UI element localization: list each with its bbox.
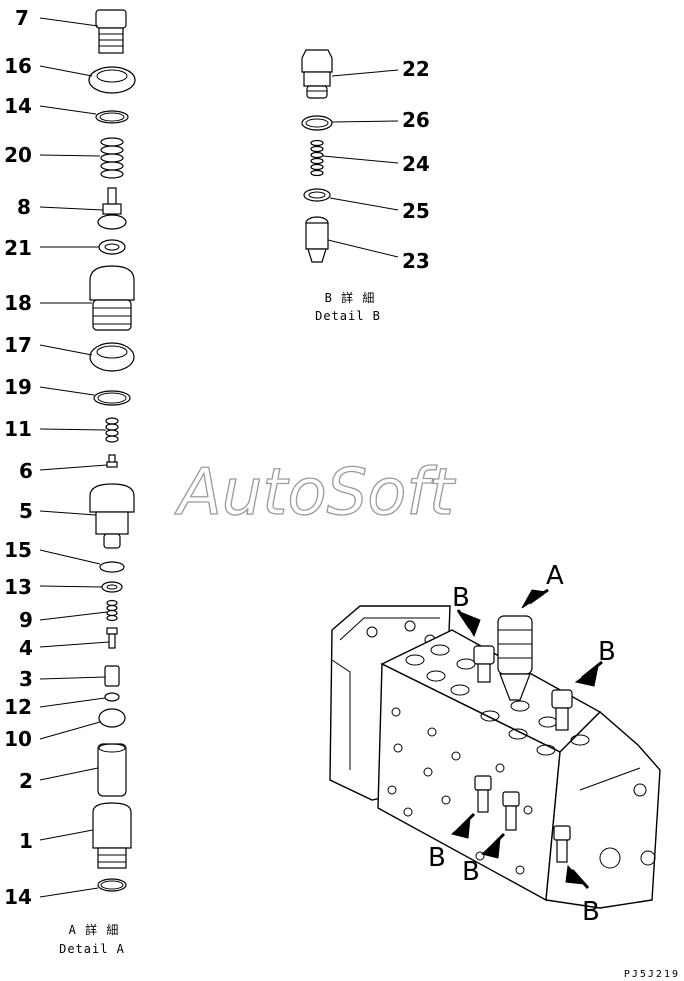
callout-16: 16 (4, 54, 32, 78)
view-label-b3: B (428, 843, 446, 873)
detail-a-parts (88, 9, 136, 892)
top-face-bores (405, 644, 590, 756)
part-15-oring (99, 561, 125, 573)
callout-21: 21 (4, 236, 32, 260)
view-label-a: A (546, 561, 564, 591)
detail-a-caption-jp: A 詳 細 (69, 922, 120, 937)
part-2 (97, 743, 127, 797)
callout-23: 23 (402, 249, 430, 273)
part-20-spring (100, 137, 124, 179)
part-7 (95, 9, 127, 54)
callout-8: 8 (17, 195, 31, 219)
callout-20: 20 (4, 143, 32, 167)
callout-24: 24 (402, 152, 430, 176)
view-arrow-shafts (456, 588, 603, 889)
detail-b-callouts: 22 26 24 25 23 (402, 57, 430, 273)
callout-26: 26 (402, 108, 430, 132)
part-5 (89, 483, 135, 549)
callout-14-lower: 14 (4, 885, 32, 909)
callout-3: 3 (19, 667, 33, 691)
callout-5: 5 (19, 499, 33, 523)
part-26-oring (301, 115, 333, 131)
part-4 (106, 627, 118, 649)
part-22 (301, 49, 333, 99)
drawing-code: PJ5J219 (624, 969, 680, 980)
callout-10: 10 (4, 727, 32, 751)
callout-1: 1 (19, 829, 33, 853)
detail-a-leaders (39, 17, 110, 898)
part-3 (104, 665, 120, 687)
watermark: AutoSoft (174, 456, 457, 530)
control-valve-assembly (329, 605, 661, 909)
safety-valve-b4 (502, 791, 520, 831)
callout-25: 25 (402, 199, 430, 223)
part-25 (303, 188, 331, 202)
part-24-spring (310, 139, 324, 177)
view-label-b1: B (452, 583, 470, 613)
part-1 (92, 802, 132, 869)
callout-11: 11 (4, 417, 32, 441)
callout-2: 2 (19, 769, 33, 793)
safety-valve-b5 (553, 825, 571, 863)
callout-18: 18 (4, 291, 32, 315)
part-8 (97, 187, 127, 230)
callout-12: 12 (4, 695, 32, 719)
detail-b-caption-en: Detail B (315, 309, 381, 323)
safety-valve-b3 (474, 775, 492, 813)
safety-valve-b1 (473, 645, 495, 683)
callout-9: 9 (19, 608, 33, 632)
callout-14: 14 (4, 94, 32, 118)
view-label-b2: B (598, 637, 616, 667)
view-label-b5: B (582, 897, 600, 927)
part-16 (88, 66, 136, 94)
callout-19: 19 (4, 375, 32, 399)
callout-7: 7 (15, 6, 29, 30)
part-11-spring (105, 417, 119, 443)
detail-a-caption-en: Detail A (59, 942, 125, 956)
view-label-b4: B (462, 857, 480, 887)
detail-b-leaders (322, 69, 399, 258)
part-18 (89, 265, 135, 331)
detail-b-caption-jp: B 詳 細 (325, 290, 376, 305)
part-17 (89, 342, 135, 372)
callout-17: 17 (4, 333, 32, 357)
part-9-spring (106, 599, 118, 622)
part-21 (98, 239, 126, 255)
part-10 (98, 708, 126, 728)
part-13 (101, 581, 123, 593)
safety-valve-b2 (551, 689, 573, 731)
relief-valve-a (497, 615, 533, 701)
front-face-bores (387, 707, 533, 875)
part-6 (106, 454, 118, 468)
view-labels: A B B B B B (428, 561, 616, 927)
detail-a-callouts: 7 16 14 20 8 21 18 17 19 11 6 5 15 13 9 … (4, 6, 33, 909)
detail-b-parts (301, 49, 333, 263)
callout-22: 22 (402, 57, 430, 81)
callout-4: 4 (19, 636, 33, 660)
callout-6: 6 (19, 459, 33, 483)
part-12 (104, 692, 120, 702)
part-23 (305, 216, 329, 263)
callout-13: 13 (4, 575, 32, 599)
callout-15: 15 (4, 538, 32, 562)
